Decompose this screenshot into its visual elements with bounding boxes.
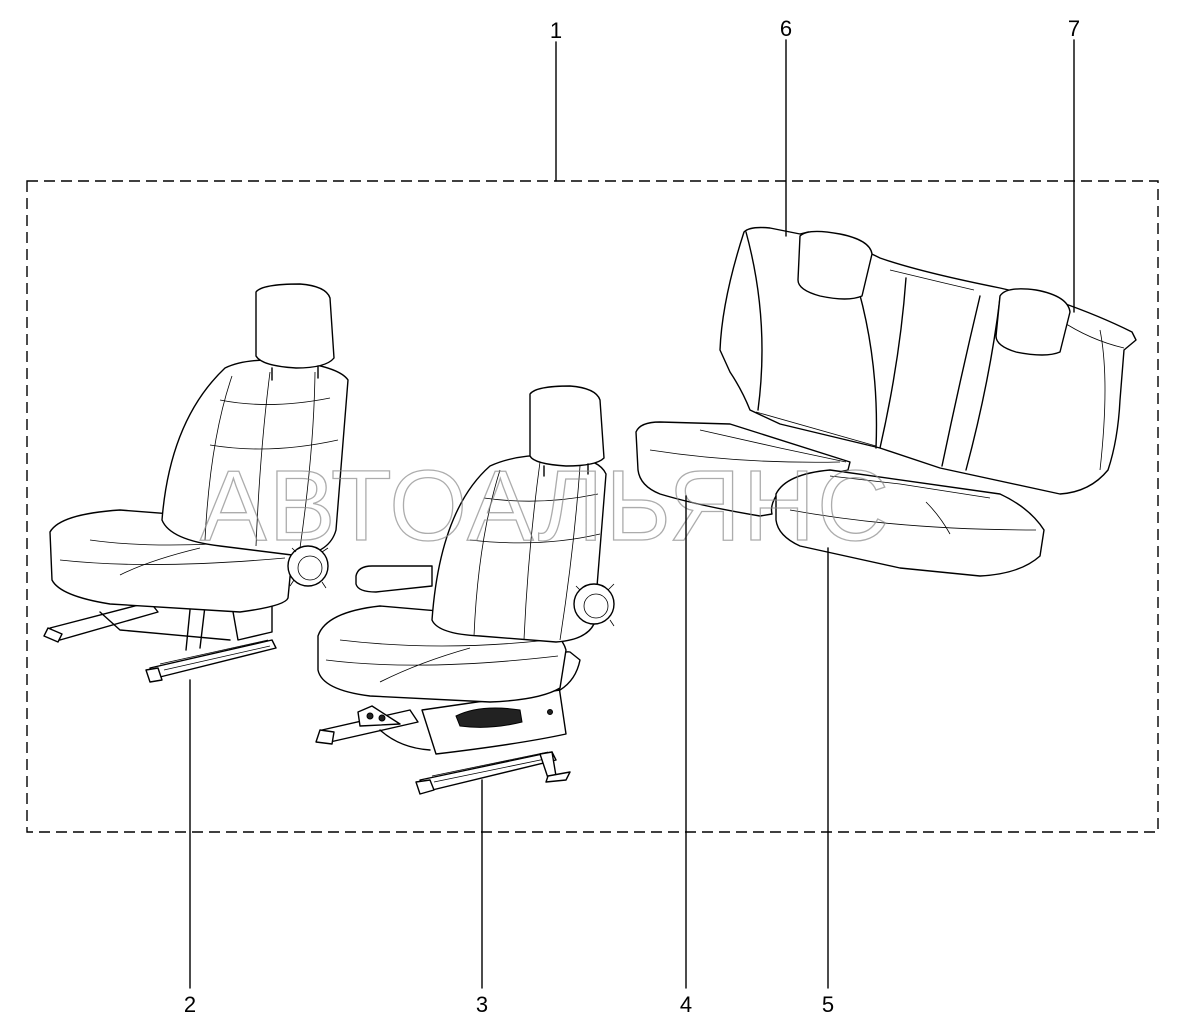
rear-seat-cushion-left — [635, 421, 851, 517]
rear-seat-backrest — [719, 226, 1137, 495]
rear-seat-cushion-right — [775, 469, 1045, 577]
callout-7: 7 — [1068, 16, 1080, 41]
callout-1: 1 — [550, 18, 562, 43]
callout-2: 2 — [184, 992, 196, 1017]
callout-4: 4 — [680, 992, 692, 1017]
callout-6: 6 — [780, 16, 792, 41]
watermark-text: АВТОАЛЬЯНС — [200, 450, 891, 562]
callout-5: 5 — [822, 992, 834, 1017]
front-seat-center — [315, 385, 615, 795]
front-seat-left — [43, 283, 349, 683]
assembly-boundary — [26, 180, 1159, 833]
callout-3: 3 — [476, 992, 488, 1017]
